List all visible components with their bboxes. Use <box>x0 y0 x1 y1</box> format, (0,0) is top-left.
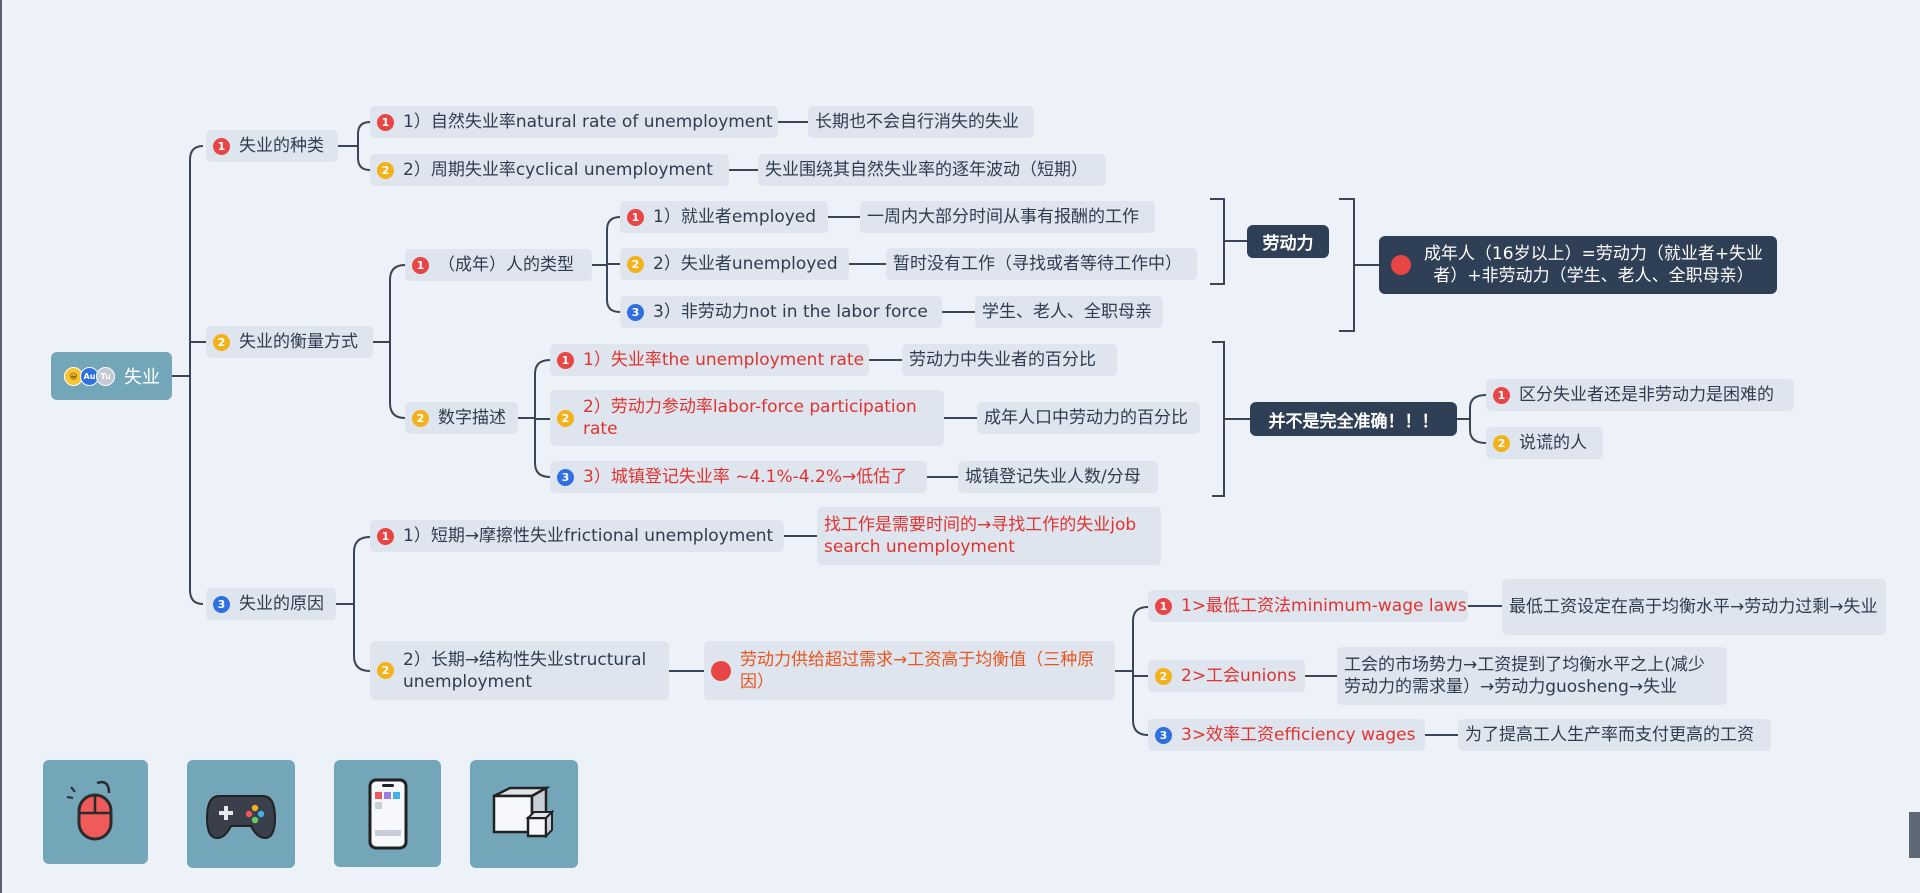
measure-numeric[interactable]: 2 数字描述 <box>405 402 518 434</box>
red-dot-icon <box>711 660 731 681</box>
caveat-reason-distinguish[interactable]: 1 区分失业者还是非劳动力是困难的 <box>1486 379 1794 411</box>
numeric-note-unemployment-rate[interactable]: 劳动力中失业者的百分比 <box>902 344 1117 376</box>
phone-icon <box>368 778 407 849</box>
mouse-icon <box>66 780 112 841</box>
badge-1-icon: 1 <box>377 527 394 545</box>
types-item-cyclical[interactable]: 2 2）周期失业率cyclical unemployment <box>370 154 729 186</box>
tile-gamepad[interactable] <box>187 760 295 868</box>
tile-mouse[interactable] <box>43 760 148 864</box>
people-note-not-labor[interactable]: 学生、老人、全职母亲 <box>975 296 1163 328</box>
people-item-employed[interactable]: 1 1）就业者employed <box>620 201 828 233</box>
badge-1-icon: 1 <box>377 113 394 131</box>
badge-1-icon: 1 <box>412 256 429 274</box>
causes-short-frictional[interactable]: 1 1）短期→摩擦性失业frictional unemployment <box>370 520 784 552</box>
window-left-edge <box>0 0 2 893</box>
branch-causes[interactable]: 3 失业的原因 <box>206 588 336 620</box>
causes-long-reason[interactable]: 劳动力供给超过需求→工资高于均衡值（三种原因） <box>704 641 1115 700</box>
caveat-label[interactable]: 并不是完全准确！！！ <box>1250 402 1457 436</box>
long-note-efficiency-wages[interactable]: 为了提高工人生产率而支付更高的工资 <box>1458 719 1771 751</box>
badge-3-icon: 3 <box>557 468 574 486</box>
badge-2-icon: 2 <box>1155 667 1172 685</box>
badge-2-icon: 2 <box>377 161 394 179</box>
badge-2-icon: 2 <box>377 662 394 679</box>
people-item-not-labor[interactable]: 3 3）非劳动力not in the labor force <box>620 296 942 328</box>
badge-2-icon: 2 <box>627 255 644 273</box>
types-note-natural[interactable]: 长期也不会自行消失的失业 <box>808 106 1034 138</box>
types-note-cyclical[interactable]: 失业围绕其自然失业率的逐年波动（短期） <box>758 154 1106 186</box>
numeric-item-unemployment-rate[interactable]: 1 1）失业率the unemployment rate <box>550 344 869 376</box>
badge-3-icon: 3 <box>627 303 644 321</box>
numeric-item-urban-rate[interactable]: 3 3）城镇登记失业率 ~4.1%-4.2%→低估了 <box>550 461 927 493</box>
badge-2-icon: 2 <box>1493 434 1510 452</box>
long-note-minimum-wage[interactable]: 最低工资设定在高于均衡水平→劳动力过剩→失业 <box>1502 579 1886 635</box>
badge-1-icon: 1 <box>557 351 574 369</box>
red-dot-icon <box>1391 255 1411 275</box>
types-item-natural[interactable]: 1 1）自然失业率natural rate of unemployment <box>370 106 778 138</box>
people-note-unemployed[interactable]: 暂时没有工作（寻找或者等待工作中） <box>886 248 1197 280</box>
branch-types[interactable]: 1 失业的种类 <box>206 130 338 162</box>
caveat-reason-lying[interactable]: 2 说谎的人 <box>1486 427 1603 459</box>
badge-2-icon: 2 <box>557 409 574 427</box>
labor-force-label[interactable]: 劳动力 <box>1247 225 1329 258</box>
long-note-unions[interactable]: 工会的市场势力→工资提到了均衡水平之上(减少劳动力的需求量）→劳动力guoshe… <box>1337 647 1727 705</box>
causes-short-note[interactable]: 找工作是需要时间的→寻找工作的失业job search unemployment <box>817 507 1161 565</box>
badge-3-icon: 3 <box>1155 726 1172 744</box>
numeric-item-participation-rate[interactable]: 2 2）劳动力参动率labor-force participation rate <box>550 390 944 446</box>
people-item-unemployed[interactable]: 2 2）失业者unemployed <box>620 248 849 280</box>
long-item-efficiency-wages[interactable]: 3 3>效率工资efficiency wages <box>1148 719 1425 751</box>
badge-1-icon: 1 <box>213 137 230 155</box>
adult-population-summary[interactable]: 成年人（16岁以上）=劳动力（就业者+失业者）+非劳动力（学生、老人、全职母亲） <box>1379 236 1777 294</box>
numeric-note-urban-rate[interactable]: 城镇登记失业人数/分母 <box>958 461 1158 493</box>
long-item-minimum-wage[interactable]: 1 1>最低工资法minimum-wage laws <box>1148 590 1468 622</box>
numeric-note-participation-rate[interactable]: 成年人口中劳动力的百分比 <box>977 402 1200 434</box>
tile-phone[interactable] <box>334 760 441 867</box>
gamepad-icon <box>205 795 277 840</box>
box-icon <box>492 785 555 839</box>
causes-long-structural[interactable]: 2 2）长期→结构性失业structural unemployment <box>370 641 669 700</box>
root-label: 失业 <box>124 367 160 388</box>
badge-1-icon: 1 <box>627 208 644 226</box>
people-note-employed[interactable]: 一周内大部分时间从事有报酬的工作 <box>860 201 1155 233</box>
badge-3-icon: 3 <box>213 595 230 613</box>
vertical-scrollbar[interactable] <box>1909 812 1920 858</box>
badge-2-icon: 2 <box>412 409 429 427</box>
badge-1-icon: 1 <box>1493 386 1510 404</box>
measure-people-types[interactable]: 1 （成年）人的类型 <box>405 249 592 281</box>
badge-1-icon: 1 <box>1155 597 1172 615</box>
branch-measure[interactable]: 2 失业的衡量方式 <box>206 326 373 358</box>
tile-box[interactable] <box>470 760 578 868</box>
badge-2-icon: 2 <box>213 333 230 351</box>
long-item-unions[interactable]: 2 2>工会unions <box>1148 660 1305 692</box>
